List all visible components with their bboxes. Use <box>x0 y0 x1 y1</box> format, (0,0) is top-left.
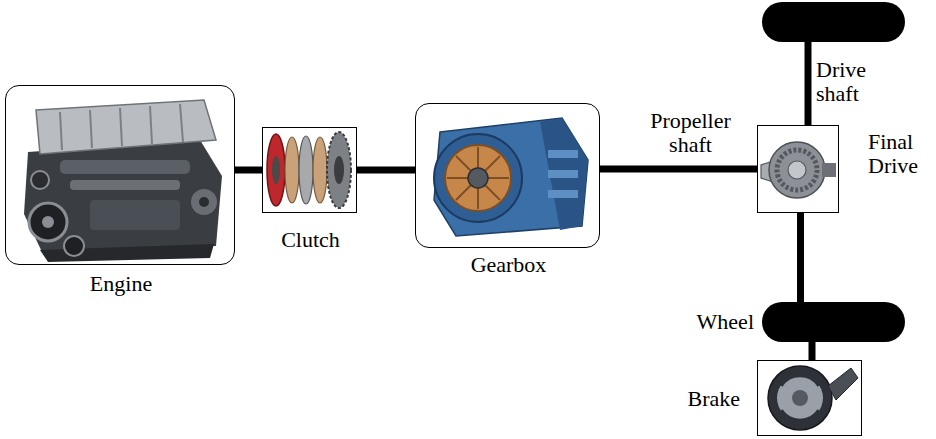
label-holder: Wheel <box>697 310 754 334</box>
gearbox-picture <box>540 118 588 230</box>
engine-picture <box>24 140 222 252</box>
engine-picture <box>120 108 122 146</box>
shaft-line <box>357 167 415 174</box>
wheel-shape: Wheel <box>762 302 905 342</box>
engine-box: Engine <box>5 85 235 265</box>
gearbox-picture <box>548 190 578 198</box>
engine-picture <box>29 203 67 241</box>
final-drive-picture <box>822 163 836 177</box>
brake-picture <box>780 411 820 422</box>
component-label: Clutch <box>281 228 340 252</box>
final-drive-box: Final Drive <box>757 125 839 213</box>
engine-picture <box>180 104 183 142</box>
engine-picture <box>190 188 218 216</box>
engine-picture <box>70 180 180 190</box>
engine-picture <box>60 160 190 174</box>
shaft-line <box>797 213 804 302</box>
engine-picture <box>24 100 222 262</box>
clutch-picture <box>285 137 299 203</box>
gearbox-picture <box>468 168 488 188</box>
gearbox-picture <box>456 156 500 200</box>
brake-picture <box>792 390 808 406</box>
engine-picture <box>42 216 54 228</box>
engine-picture <box>90 110 92 148</box>
final-drive-picture <box>788 161 806 179</box>
final-drive-picture <box>761 142 836 198</box>
label-holder: Drive shaft <box>816 58 866 106</box>
clutch-picture <box>272 156 280 184</box>
component-label: Brake <box>687 387 740 411</box>
component-label: Final Drive <box>868 130 918 178</box>
engine-picture <box>90 200 180 230</box>
shaft-line <box>600 166 757 173</box>
clutch-picture <box>299 136 313 204</box>
label-holder: Engine <box>90 272 152 296</box>
gearbox-picture <box>548 150 578 158</box>
gearbox-picture <box>548 170 578 178</box>
top-wheel <box>762 2 905 42</box>
brake-box: Brake <box>757 360 862 436</box>
engine-picture <box>36 100 216 154</box>
shaft-label: Drive shaft <box>816 58 866 106</box>
gearbox-picture <box>434 134 522 222</box>
clutch-picture <box>313 137 327 203</box>
clutch-picture <box>327 132 351 208</box>
brake-picture <box>828 368 858 400</box>
component-label: Wheel <box>697 310 754 334</box>
clutch-picture <box>267 132 351 208</box>
gearbox-picture <box>434 118 588 236</box>
label-holder: Final Drive <box>868 130 918 178</box>
brake-picture <box>768 366 832 430</box>
label-holder: Gearbox <box>471 253 547 277</box>
drive-shaft-line <box>805 42 812 125</box>
clutch-picture <box>267 134 285 206</box>
component-label: Engine <box>90 272 152 296</box>
top-wheel <box>762 2 905 42</box>
final-drive-picture <box>777 150 817 190</box>
clutch-box: Clutch <box>262 127 357 213</box>
engine-picture <box>150 106 152 144</box>
shaft-label: Propeller shaft <box>648 109 733 157</box>
final-drive-picture <box>769 142 825 198</box>
shaft-line <box>809 342 816 360</box>
brake-picture <box>780 374 820 385</box>
brake-picture <box>777 375 823 421</box>
gearbox-box: Gearbox <box>415 103 600 248</box>
brake-picture <box>768 366 858 430</box>
gearbox-picture <box>456 156 500 200</box>
drive-shaft-line <box>808 42 809 125</box>
label-holder: Brake <box>687 387 740 411</box>
gearbox-picture <box>434 118 588 236</box>
engine-picture <box>64 236 84 256</box>
label-holder: Clutch <box>281 228 340 252</box>
label-holder: Propeller shaft <box>648 109 733 157</box>
shaft-line <box>235 167 262 174</box>
engine-picture <box>199 197 209 207</box>
clutch-picture <box>334 156 344 184</box>
component-label: Gearbox <box>471 253 547 277</box>
gearbox-picture <box>445 145 511 211</box>
engine-picture <box>60 112 62 150</box>
engine-picture <box>31 171 49 189</box>
